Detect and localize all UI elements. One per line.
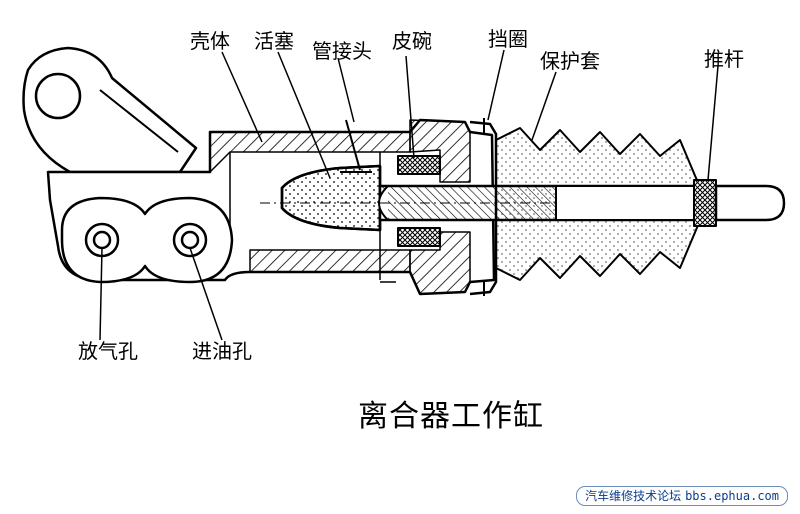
footer-site-name: 汽车维修技术论坛 [585,489,682,503]
piston [280,164,382,232]
label-pipe-joint: 管接头 [312,39,372,63]
diagram-caption: 离合器工作缸 [358,399,544,434]
push-rod-tip [693,179,786,227]
leader-lines [99,49,719,341]
label-housing: 壳体 [190,29,230,53]
leather-cup [397,155,441,247]
protective-boot [495,127,701,281]
label-retaining-ring: 挡圈 [488,27,528,51]
pipe-joint [340,119,372,173]
label-bleed-hole: 放气孔 [78,339,138,363]
label-piston: 活塞 [254,29,294,53]
label-leather-cup: 皮碗 [392,29,432,53]
label-protective-boot: 保护套 [540,49,600,73]
footer-url: bbs.ephua.com [685,489,779,503]
port-boss [60,196,234,284]
label-oil-inlet: 进油孔 [192,339,252,363]
mounting-lug [22,46,198,174]
label-push-rod: 推杆 [704,47,744,71]
